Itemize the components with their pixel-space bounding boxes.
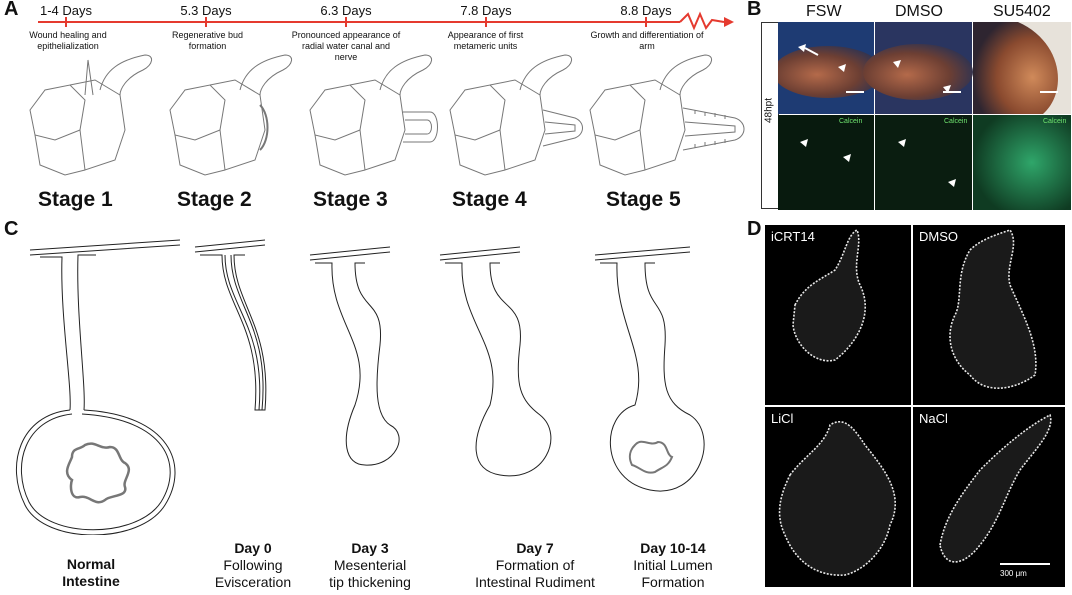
- stage-5-day: 8.8 Days: [620, 3, 672, 18]
- panel-label-c: C: [4, 218, 19, 240]
- stage-c1-text: Normal Intestine: [46, 556, 136, 590]
- stage-2-label: Stage 2: [177, 188, 252, 211]
- stage-c1-line1: Normal: [66, 556, 116, 572]
- stage-c3-line1: Mesenterial: [333, 557, 407, 573]
- stage-c3-title: Day 3: [351, 540, 389, 556]
- arrow-6: [843, 154, 851, 162]
- su5402-calcein: [973, 115, 1071, 210]
- stage-1-sketch: [29, 54, 152, 176]
- stage-c5-text: Day 10-14 Initial Lumen Formation: [618, 540, 728, 591]
- stage-2-desc: Regenerative bud formation: [171, 30, 244, 51]
- stage-4-sketch: [449, 54, 583, 176]
- label-nacl: NaCl: [919, 411, 948, 426]
- day3-sketch: [309, 246, 400, 466]
- label-icrt14: iCRT14: [771, 229, 815, 244]
- stage-3-sketch: [309, 54, 438, 176]
- timeline-ticks: [65, 17, 647, 27]
- col-fsw: FSW: [806, 3, 842, 20]
- label-licl: LiCl: [771, 411, 794, 426]
- stage-2-sketch: [169, 54, 292, 176]
- stage-c2-text: Day 0 Following Evisceration: [198, 540, 308, 591]
- stage-4-day: 7.8 Days: [460, 3, 512, 18]
- arrow-1: [798, 44, 806, 52]
- scale-bar-label: 300 μm: [1000, 569, 1027, 578]
- stage-c4-line1: Formation of: [495, 557, 575, 573]
- stage-c4-line2: Intestinal Rudiment: [475, 574, 595, 590]
- fsw-calcein: [778, 115, 874, 210]
- col-dmso: DMSO: [895, 3, 943, 20]
- icrt14-tissue: [792, 228, 866, 362]
- stage-c4-title: Day 7: [516, 540, 554, 556]
- panel-label-a: A: [4, 0, 19, 20]
- day7-sketch: [439, 246, 552, 477]
- timeline-break: [679, 11, 725, 31]
- normal-intestine-sketch: [15, 239, 181, 535]
- arrow-7: [898, 139, 906, 147]
- calcein-label-dmso: Calcein: [944, 118, 968, 125]
- dmso-tissue: [949, 229, 1037, 389]
- stage-3-desc: Pronounced appearance of radial water ca…: [291, 30, 401, 62]
- panel-a-drawing: [29, 11, 745, 176]
- stage-c2-line2: Evisceration: [214, 574, 292, 590]
- panel-d-images: [765, 225, 1065, 587]
- stage-c2-line1: Following: [223, 557, 283, 573]
- stage-c4-text: Day 7 Formation of Intestinal Rudiment: [460, 540, 610, 591]
- stage-5-sketch: [589, 54, 745, 176]
- nacl-tissue: [939, 413, 1052, 563]
- stage-1-label: Stage 1: [38, 188, 113, 211]
- stage-2-day: 5.3 Days: [180, 3, 232, 18]
- stage-c5-line1: Initial Lumen: [633, 557, 713, 573]
- stage-c2-title: Day 0: [234, 540, 272, 556]
- timeline-arrowhead: [724, 17, 734, 27]
- arrow-2: [838, 64, 846, 72]
- label-dmso: DMSO: [919, 229, 958, 244]
- stage-3-day: 6.3 Days: [320, 3, 372, 18]
- stage-1-day: 1-4 Days: [39, 3, 93, 18]
- stage-c3-text: Day 3 Mesenterial tip thickening: [310, 540, 430, 591]
- panel-c-drawing: [15, 239, 705, 535]
- stage-1-desc: Wound healing and epithelialization: [29, 30, 107, 51]
- stage-4-label: Stage 4: [452, 188, 527, 211]
- stage-3-label: Stage 3: [313, 188, 388, 211]
- stage-c5-line2: Formation: [641, 574, 705, 590]
- panel-label-b: B: [747, 0, 762, 20]
- stage-c1-line2: Intestine: [62, 573, 120, 589]
- col-su5402: SU5402: [993, 3, 1051, 20]
- scale-bar-line: [1000, 563, 1050, 565]
- licl-tissue: [778, 421, 896, 576]
- stage-5-label: Stage 5: [606, 188, 681, 211]
- stage-c5-title: Day 10-14: [640, 540, 706, 556]
- panel-b-images: [778, 22, 1071, 210]
- arrow-3: [893, 60, 901, 68]
- dmso-calcein: [875, 115, 972, 210]
- arrow-4: [943, 85, 951, 93]
- calcein-label-su5402: Calcein: [1043, 118, 1067, 125]
- day0-sketch: [194, 239, 267, 411]
- stage-4-desc: Appearance of first metameric units: [447, 30, 524, 51]
- arrow-5: [800, 139, 808, 147]
- stage-c3-line2: tip thickening: [329, 574, 411, 590]
- day10-sketch: [594, 246, 705, 492]
- stage-5-desc: Growth and differentiation of arm: [590, 30, 704, 51]
- row-label: 48hpt: [763, 97, 775, 124]
- panel-label-d: D: [747, 218, 762, 240]
- calcein-label-fsw: Calcein: [839, 118, 863, 125]
- arrow-8: [948, 179, 956, 187]
